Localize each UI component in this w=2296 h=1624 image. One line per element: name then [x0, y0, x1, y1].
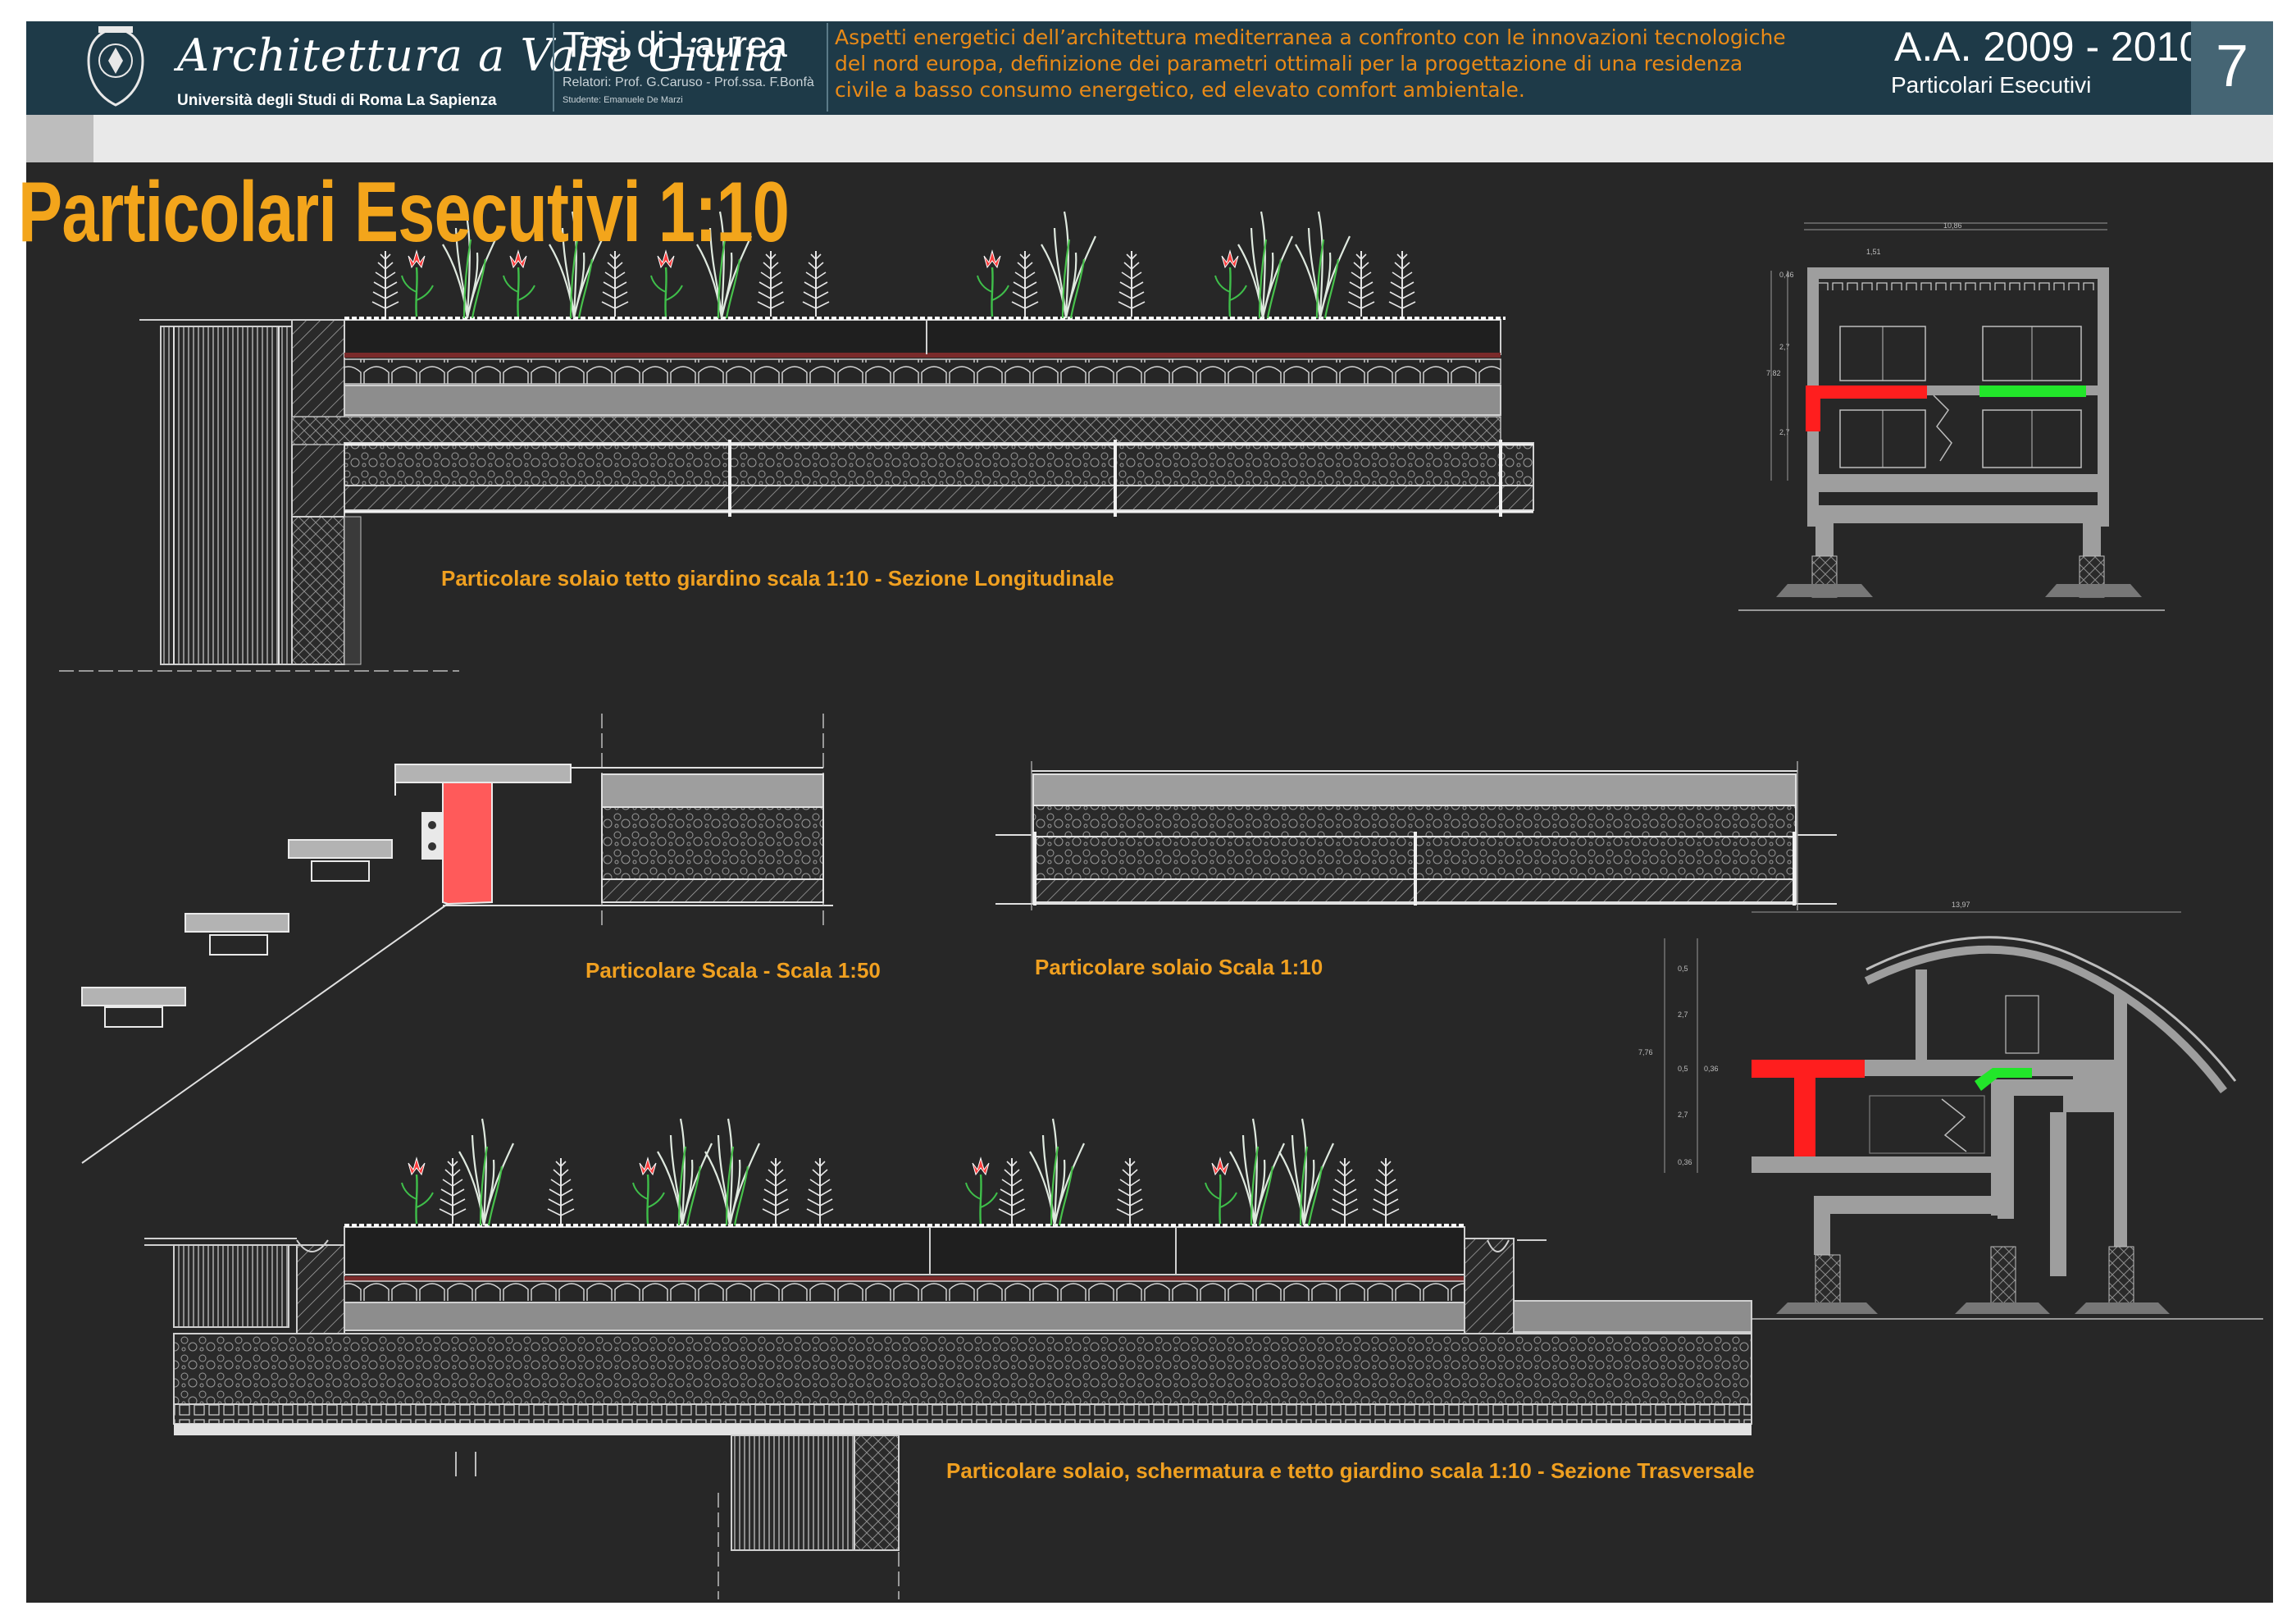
sapienza-crest-icon	[87, 26, 144, 107]
supervisors: Relatori: Prof. G.Caruso - Prof.ssa. F.B…	[563, 75, 814, 89]
dimension-label: 2,7	[1779, 428, 1790, 436]
dimension-label: 0,5	[1678, 1065, 1688, 1073]
building-section-1: 10,86 1,51 0,46 2,7 7,82 2,7	[1738, 221, 2165, 611]
dimension-label: 2,7	[1779, 343, 1790, 351]
logo-script-text: Architettura a Valle Giulia	[177, 30, 786, 81]
board-title: Particolari Esecutivi 1:10	[18, 165, 790, 260]
highlight-red	[1806, 385, 1927, 399]
section-name: Particolari Esecutivi	[1891, 72, 2092, 98]
dimension-label: 0,36	[1678, 1158, 1692, 1166]
header-divider	[827, 23, 828, 112]
student-name: Studente: Emanuele De Marzi	[563, 95, 683, 105]
caption-floor: Particolare solaio Scala 1:10	[1035, 955, 1323, 979]
abstract-line: del nord europa, definizione dei paramet…	[835, 52, 1743, 75]
caption-roof-transversal: Particolare solaio, schermatura e tetto …	[946, 1458, 1755, 1483]
dimension-label: 0,5	[1678, 965, 1688, 973]
header-divider	[553, 23, 554, 112]
thesis-abstract: Aspetti energetici dell’architettura med…	[835, 25, 1884, 103]
roof-garden-longitudinal-section	[59, 210, 1534, 672]
dimension-label: 7,82	[1766, 369, 1781, 377]
caption-stair: Particolare Scala - Scala 1:50	[585, 958, 881, 983]
title-block-header	[26, 21, 2273, 115]
dimension-label: 10,86	[1943, 221, 1962, 230]
dimension-label: 0,36	[1704, 1065, 1719, 1073]
highlight-green	[1975, 1068, 2032, 1091]
stair-detail	[81, 714, 833, 1164]
dimension-label: 2,7	[1678, 1111, 1688, 1119]
dimension-label: 2,7	[1678, 1010, 1688, 1019]
caption-roof-longitudinal: Particolare solaio tetto giardino scala …	[441, 566, 1114, 591]
university-name: Università degli Studi di Roma La Sapien…	[177, 92, 497, 109]
roof-garden-transversal-section	[144, 1117, 1752, 1599]
thesis-title: Tesi di Laurea	[563, 25, 787, 65]
header-gray-band	[26, 115, 2273, 162]
page-number: 7	[2215, 34, 2249, 99]
dimension-label: 7,76	[1638, 1048, 1653, 1056]
abstract-line: civile a basso consumo energetico, ed el…	[835, 78, 1525, 102]
dimension-label: 1,51	[1866, 248, 1881, 256]
page-number-box: 7	[2191, 21, 2273, 115]
header-gray-band-accent	[26, 115, 93, 162]
highlight-green	[1979, 385, 2086, 397]
university-logo: Architettura a Valle Giulia Università d…	[52, 23, 785, 113]
dimension-label: 0,46	[1779, 271, 1794, 279]
floor-detail	[995, 761, 1837, 910]
dimension-label: 13,97	[1952, 901, 1970, 909]
academic-year: A.A. 2009 - 2010	[1894, 24, 2203, 70]
building-section-2: 13,97 0,5 2,7 7,76 0,5 0,36 2,7 0,36	[1638, 901, 2263, 1320]
abstract-line: Aspetti energetici dell’architettura med…	[835, 25, 1786, 49]
